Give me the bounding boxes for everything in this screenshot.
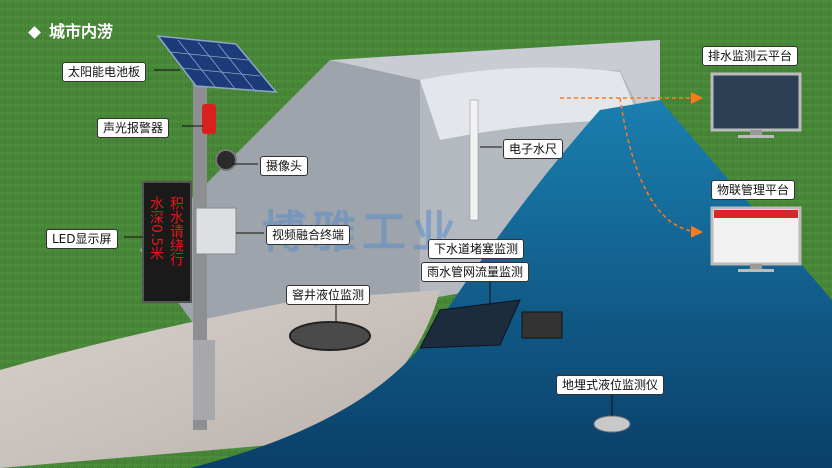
label-cloud-platform: 排水监测云平台: [702, 46, 799, 66]
page-title-text: 城市内涝: [49, 22, 114, 41]
led-text-left: 水深0.5米: [148, 196, 164, 261]
cloud-monitor-shape: [710, 72, 802, 138]
manhole-cover: [289, 321, 371, 351]
label-sewer-block: 下水道堵塞监测: [428, 239, 525, 259]
led-text-right: 积水请绕行: [168, 196, 184, 266]
storm-grate: [419, 299, 521, 349]
solar-panel-shape: [156, 35, 278, 93]
label-rain-flow: 雨水管网流量监测: [421, 262, 530, 282]
page-title: 城市内涝: [28, 22, 114, 42]
iot-monitor-shape: [710, 206, 802, 272]
label-video-terminal: 视频融合终端: [266, 225, 351, 245]
label-camera: 摄像头: [260, 156, 309, 176]
label-iot-platform: 物联管理平台: [711, 180, 796, 200]
label-led-screen: LED显示屏: [46, 229, 118, 249]
camera-shape: [215, 149, 237, 171]
label-water-gauge: 电子水尺: [503, 139, 564, 159]
electronic-water-gauge: [469, 99, 479, 221]
water-channel: [190, 100, 832, 468]
label-solar-panel: 太阳能电池板: [62, 62, 147, 82]
label-underground-level: 地埋式液位监测仪: [556, 375, 665, 395]
led-screen-shape: [142, 181, 192, 303]
alarm-light-shape: [202, 104, 216, 134]
flow-meter-box: [521, 311, 563, 339]
video-terminal-box: [195, 207, 237, 255]
data-arrow-iot: [619, 97, 703, 238]
underground-sensor: [593, 415, 631, 433]
diamond-bullet-icon: [28, 25, 41, 39]
label-manhole-level: 窨井液位监测: [286, 285, 371, 305]
label-alarm: 声光报警器: [97, 118, 170, 138]
